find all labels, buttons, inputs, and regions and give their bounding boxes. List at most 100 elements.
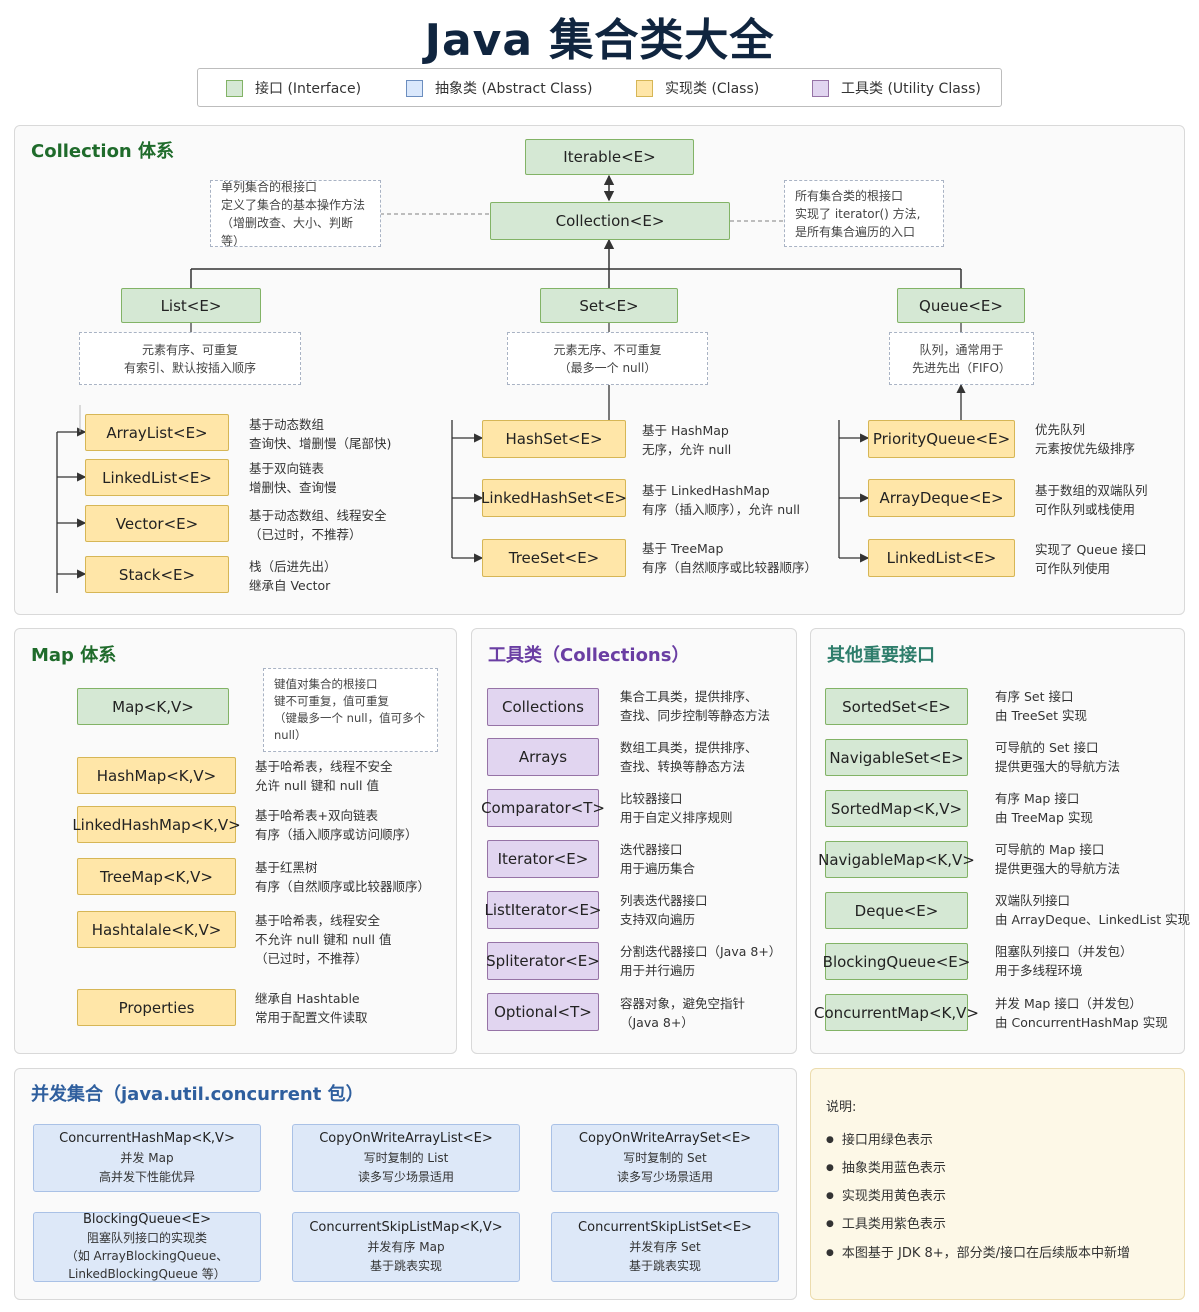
navigableset-node[interactable]: NavigableSet<E> bbox=[825, 739, 968, 776]
optional-node[interactable]: Optional<T> bbox=[487, 993, 599, 1031]
properties-node[interactable]: Properties bbox=[77, 989, 236, 1026]
notes-item: 抽象类用蓝色表示 bbox=[826, 1157, 946, 1176]
collections-node[interactable]: Collections bbox=[487, 688, 599, 726]
desc-line: 优先队列 bbox=[1035, 422, 1086, 437]
copyonwritearrayset-card[interactable]: CopyOnWriteArraySet<E> 写时复制的 Set 读多写少场景适… bbox=[551, 1124, 779, 1192]
iterator-node[interactable]: Iterator<E> bbox=[487, 840, 599, 878]
concurrentskiplistmap-card[interactable]: ConcurrentSkipListMap<K,V> 并发有序 Map 基于跳表… bbox=[292, 1212, 520, 1282]
legend-label: 实现类 (Class) bbox=[665, 81, 760, 97]
list-node[interactable]: List<E> bbox=[121, 288, 261, 323]
arraydeque-node[interactable]: ArrayDeque<E> bbox=[868, 479, 1015, 517]
desc-line: 查询快、增删慢（尾部快) bbox=[249, 436, 392, 451]
queue-linkedlist-node[interactable]: LinkedList<E> bbox=[868, 539, 1015, 577]
desc-line: 继承自 Vector bbox=[249, 578, 331, 593]
desc-line: 基于哈希表，线程不安全 bbox=[255, 759, 393, 774]
deque-node[interactable]: Deque<E> bbox=[825, 892, 968, 929]
desc-line: 元素按优先级排序 bbox=[1035, 441, 1136, 456]
queue-node[interactable]: Queue<E> bbox=[897, 288, 1025, 323]
sortedset-node[interactable]: SortedSet<E> bbox=[825, 688, 968, 725]
desc-line: 可导航的 Set 接口 bbox=[995, 740, 1099, 755]
desc-line: 用于并行遍历 bbox=[620, 963, 696, 978]
desc-line: 阻塞队列接口（并发包） bbox=[995, 944, 1133, 959]
desc-line: 可作队列或栈使用 bbox=[1035, 502, 1136, 517]
navigablemap-node[interactable]: NavigableMap<K,V> bbox=[818, 841, 975, 878]
collection-node[interactable]: Collection<E> bbox=[490, 202, 730, 240]
spliterator-node[interactable]: Spliterator<E> bbox=[486, 942, 600, 980]
concurrentskiplistset-card[interactable]: ConcurrentSkipListSet<E> 并发有序 Set 基于跳表实现 bbox=[551, 1212, 779, 1282]
blockingqueue-node[interactable]: BlockingQueue<E> bbox=[823, 943, 970, 980]
blockingqueue-card[interactable]: BlockingQueue<E> 阻塞队列接口的实现类 （如 ArrayBloc… bbox=[33, 1212, 261, 1282]
arrays-node[interactable]: Arrays bbox=[487, 738, 599, 776]
listiterator-node[interactable]: ListIterator<E> bbox=[485, 891, 601, 929]
linkedhashmap-node[interactable]: LinkedHashMap<K,V> bbox=[72, 806, 241, 843]
utils-section-title: 工具类（Collections） bbox=[488, 645, 690, 666]
card-desc: 读多写少场景适用 bbox=[357, 1170, 454, 1184]
arrays-desc: 数组工具类，提供排序、 查找、转换等静态方法 bbox=[620, 738, 758, 776]
concurrenthashmap-card[interactable]: ConcurrentHashMap<K,V> 并发 Map 高并发下性能优异 bbox=[33, 1124, 261, 1192]
treemap-node[interactable]: TreeMap<K,V> bbox=[77, 858, 236, 895]
hashset-desc: 基于 HashMap 无序，允许 null bbox=[642, 421, 731, 459]
copyonwritearraylist-card[interactable]: CopyOnWriteArrayList<E> 写时复制的 List 读多写少场… bbox=[292, 1124, 520, 1192]
hashtable-node[interactable]: Hashtalale<K,V> bbox=[77, 911, 236, 948]
sortedmap-node[interactable]: SortedMap<K,V> bbox=[825, 790, 968, 827]
desc-line: 常用于配置文件读取 bbox=[255, 1010, 368, 1025]
legend-item-abstract: 抽象类 (Abstract Class) bbox=[406, 79, 592, 97]
desc-line: 由 TreeSet 实现 bbox=[995, 708, 1088, 723]
note-line: null） bbox=[274, 728, 307, 742]
stack-desc: 栈（后进先出） 继承自 Vector bbox=[249, 557, 337, 595]
desc-line: 有序 Map 接口 bbox=[995, 791, 1080, 806]
desc-line: 提供更强大的导航方法 bbox=[995, 759, 1121, 774]
desc-line: 查找、同步控制等静态方法 bbox=[620, 708, 771, 723]
legend-label: 抽象类 (Abstract Class) bbox=[435, 81, 593, 97]
collection-note-left: 单列集合的根接口 定义了集合的基本操作方法 （增删改查、大小、判断等） bbox=[210, 180, 381, 248]
card-desc: 基于跳表实现 bbox=[628, 1259, 701, 1273]
treeset-node[interactable]: TreeSet<E> bbox=[482, 539, 626, 577]
desc-line: （Java 8+） bbox=[620, 1015, 694, 1030]
legend-label: 工具类 (Utility Class) bbox=[841, 81, 981, 97]
desc-line: 支持双向遍历 bbox=[620, 912, 696, 927]
desc-line: 不允许 null 键和 null 值 bbox=[255, 932, 392, 947]
desc-line: 基于双向链表 bbox=[249, 461, 325, 476]
treeset-desc: 基于 TreeMap 有序（自然顺序或比较器顺序） bbox=[642, 539, 817, 577]
stack-node[interactable]: Stack<E> bbox=[85, 556, 229, 593]
linkedhashset-node[interactable]: LinkedHashSet<E> bbox=[481, 479, 627, 517]
priorityqueue-node[interactable]: PriorityQueue<E> bbox=[868, 420, 1015, 458]
concurrentmap-node[interactable]: ConcurrentMap<K,V> bbox=[814, 994, 979, 1031]
hashmap-node[interactable]: HashMap<K,V> bbox=[77, 757, 236, 794]
note-line: 元素有序、可重复 bbox=[141, 342, 238, 357]
note-line: （键最多一个 null，值可多个 bbox=[274, 711, 426, 725]
note-line: 有索引、默认按插入顺序 bbox=[123, 360, 256, 375]
iterable-node[interactable]: Iterable<E> bbox=[525, 139, 694, 175]
desc-line: 基于数组的双端队列 bbox=[1035, 483, 1148, 498]
notes-box bbox=[810, 1068, 1185, 1300]
arraylist-node[interactable]: ArrayList<E> bbox=[85, 414, 229, 451]
vector-node[interactable]: Vector<E> bbox=[85, 505, 229, 542]
note-line: （最多一个 null） bbox=[558, 360, 657, 375]
desc-line: 有序（自然顺序或比较器顺序） bbox=[255, 879, 431, 894]
map-section-title: Map 体系 bbox=[31, 645, 117, 666]
linkedlist-node[interactable]: LinkedList<E> bbox=[85, 459, 229, 496]
desc-line: 基于 LinkedHashMap bbox=[642, 483, 770, 498]
legend-label: 接口 (Interface) bbox=[255, 81, 362, 97]
navigableset-desc: 可导航的 Set 接口 提供更强大的导航方法 bbox=[995, 738, 1120, 776]
legend: 接口 (Interface) 抽象类 (Abstract Class) 实现类 … bbox=[197, 68, 1002, 107]
card-name: ConcurrentHashMap<K,V> bbox=[59, 1131, 235, 1146]
desc-line: 查找、转换等静态方法 bbox=[620, 759, 746, 774]
navigablemap-desc: 可导航的 Map 接口 提供更强大的导航方法 bbox=[995, 840, 1120, 878]
hashtable-desc: 基于哈希表，线程安全 不允许 null 键和 null 值 （已过时，不推荐） bbox=[255, 911, 391, 968]
set-node[interactable]: Set<E> bbox=[540, 288, 678, 323]
comparator-node[interactable]: Comparator<T> bbox=[481, 789, 605, 827]
card-desc: 并发有序 Map bbox=[367, 1240, 445, 1254]
sortedset-desc: 有序 Set 接口 由 TreeSet 实现 bbox=[995, 687, 1087, 725]
card-name: CopyOnWriteArraySet<E> bbox=[578, 1131, 752, 1146]
map-node[interactable]: Map<K,V> bbox=[77, 688, 229, 725]
desc-line: 栈（后进先出） bbox=[249, 559, 337, 574]
iterator-desc: 迭代器接口 用于遍历集合 bbox=[620, 840, 695, 878]
collection-note-right: 所有集合类的根接口 实现了 iterator() 方法, 是所有集合遍历的入口 bbox=[784, 180, 944, 247]
legend-item-utility: 工具类 (Utility Class) bbox=[812, 79, 981, 97]
desc-line: 用于自定义排序规则 bbox=[620, 810, 733, 825]
card-desc: （如 ArrayBlockingQueue、 bbox=[65, 1249, 229, 1263]
desc-line: 分割迭代器接口（Java 8+） bbox=[620, 944, 782, 959]
hashset-node[interactable]: HashSet<E> bbox=[482, 420, 626, 458]
desc-line: 实现了 Queue 接口 bbox=[1035, 542, 1147, 557]
